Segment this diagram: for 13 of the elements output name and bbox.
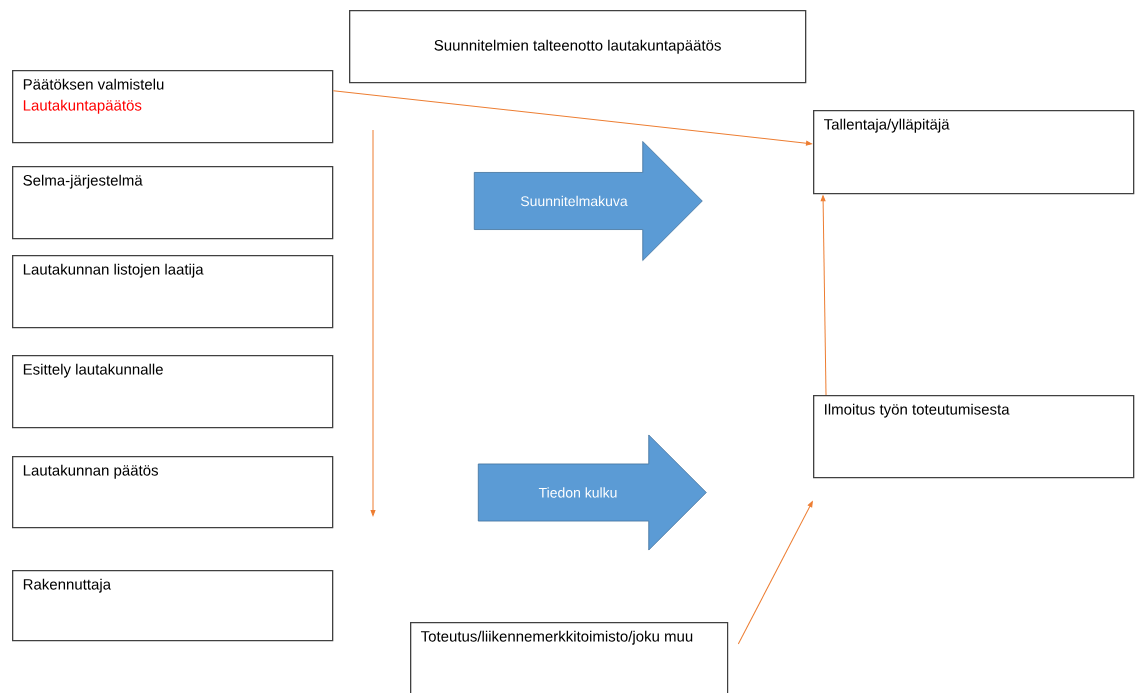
text-box: Esittely lautakunnalle: [12, 355, 334, 429]
arrow: [737, 501, 813, 645]
text-box: Ilmoitus työn toteutumisesta: [813, 395, 1135, 479]
arrow: [332, 90, 813, 146]
text-box: Rakennuttaja: [12, 570, 334, 642]
text-box: Tallentaja/ylläpitäjä: [813, 110, 1135, 195]
text-box: Toteutus/liikennemerkkitoimisto/joku muu: [410, 622, 729, 693]
text-box: Suunnitelmien talteenotto lautakuntapäätös: [349, 10, 807, 84]
text-box: Lautakunnan listojen laatija: [12, 255, 334, 329]
text-box: Päätöksen valmistelu Lautakuntapäätös: [12, 70, 334, 144]
text-box: Lautakunnan päätös: [12, 456, 334, 529]
arrow: [820, 195, 827, 396]
text-box: Selma-järjestelmä: [12, 166, 334, 240]
